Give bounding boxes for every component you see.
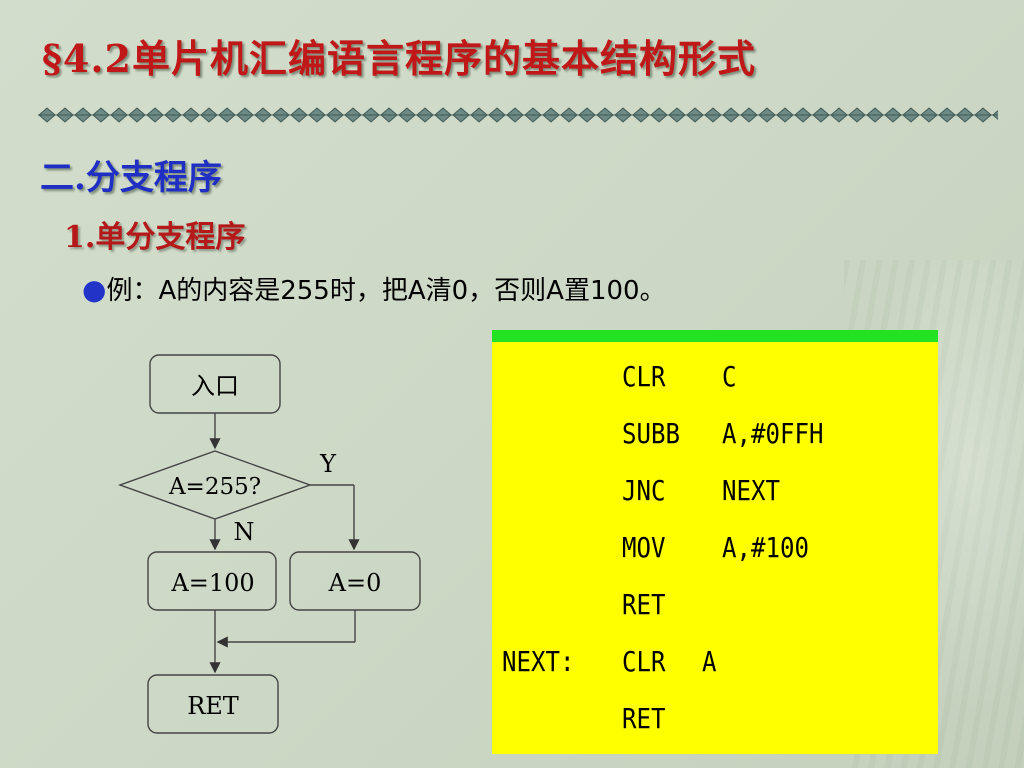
code-arg: A,#0FFH [722, 417, 824, 450]
code-op: JNC [622, 474, 666, 507]
code-arg: A [702, 645, 717, 678]
code-arg: NEXT [722, 474, 780, 507]
code-op: MOV [622, 531, 666, 564]
code-label: NEXT: [502, 645, 575, 678]
flow-no-branch-label: A=100 [170, 569, 254, 597]
flow-decision-label: A=255? [168, 474, 261, 500]
flow-exit-box [147, 674, 279, 734]
slide-title: §4.2单片机汇编语言程序的基本结构形式 [42, 36, 756, 81]
flow-entry-label: 入口 [191, 372, 239, 400]
flow-exit-label: RET [187, 692, 239, 720]
assembly-code-box: CLR C SUBB A,#0FFH JNC NEXT MOV A,#100 R… [492, 330, 938, 754]
title-divider [38, 105, 998, 125]
flow-no-label: N [234, 518, 255, 546]
example-sentence: 例：A的内容是255时，把A清0，否则A置100。 [106, 276, 666, 306]
code-arg: A,#100 [722, 531, 809, 564]
flow-yes-branch-label: A=0 [328, 569, 382, 597]
bullet-icon: ● [82, 273, 107, 306]
code-op: RET [622, 702, 666, 735]
subsection-heading: 1.单分支程序 [64, 220, 246, 255]
section-heading: 二.分支程序 [40, 158, 222, 198]
code-arg: C [722, 360, 737, 393]
code-op: CLR [622, 360, 666, 393]
code-op: CLR [622, 645, 666, 678]
flow-no-branch-box [147, 551, 277, 611]
flow-yes-label: Y [319, 450, 337, 478]
example-text: ●例：A的内容是255时，把A清0，否则A置100。 [82, 270, 666, 307]
flowchart: 入口 A=255? Y N A=100 A=0 RET [117, 354, 421, 734]
code-op: SUBB [622, 417, 680, 450]
code-op: RET [622, 588, 666, 621]
